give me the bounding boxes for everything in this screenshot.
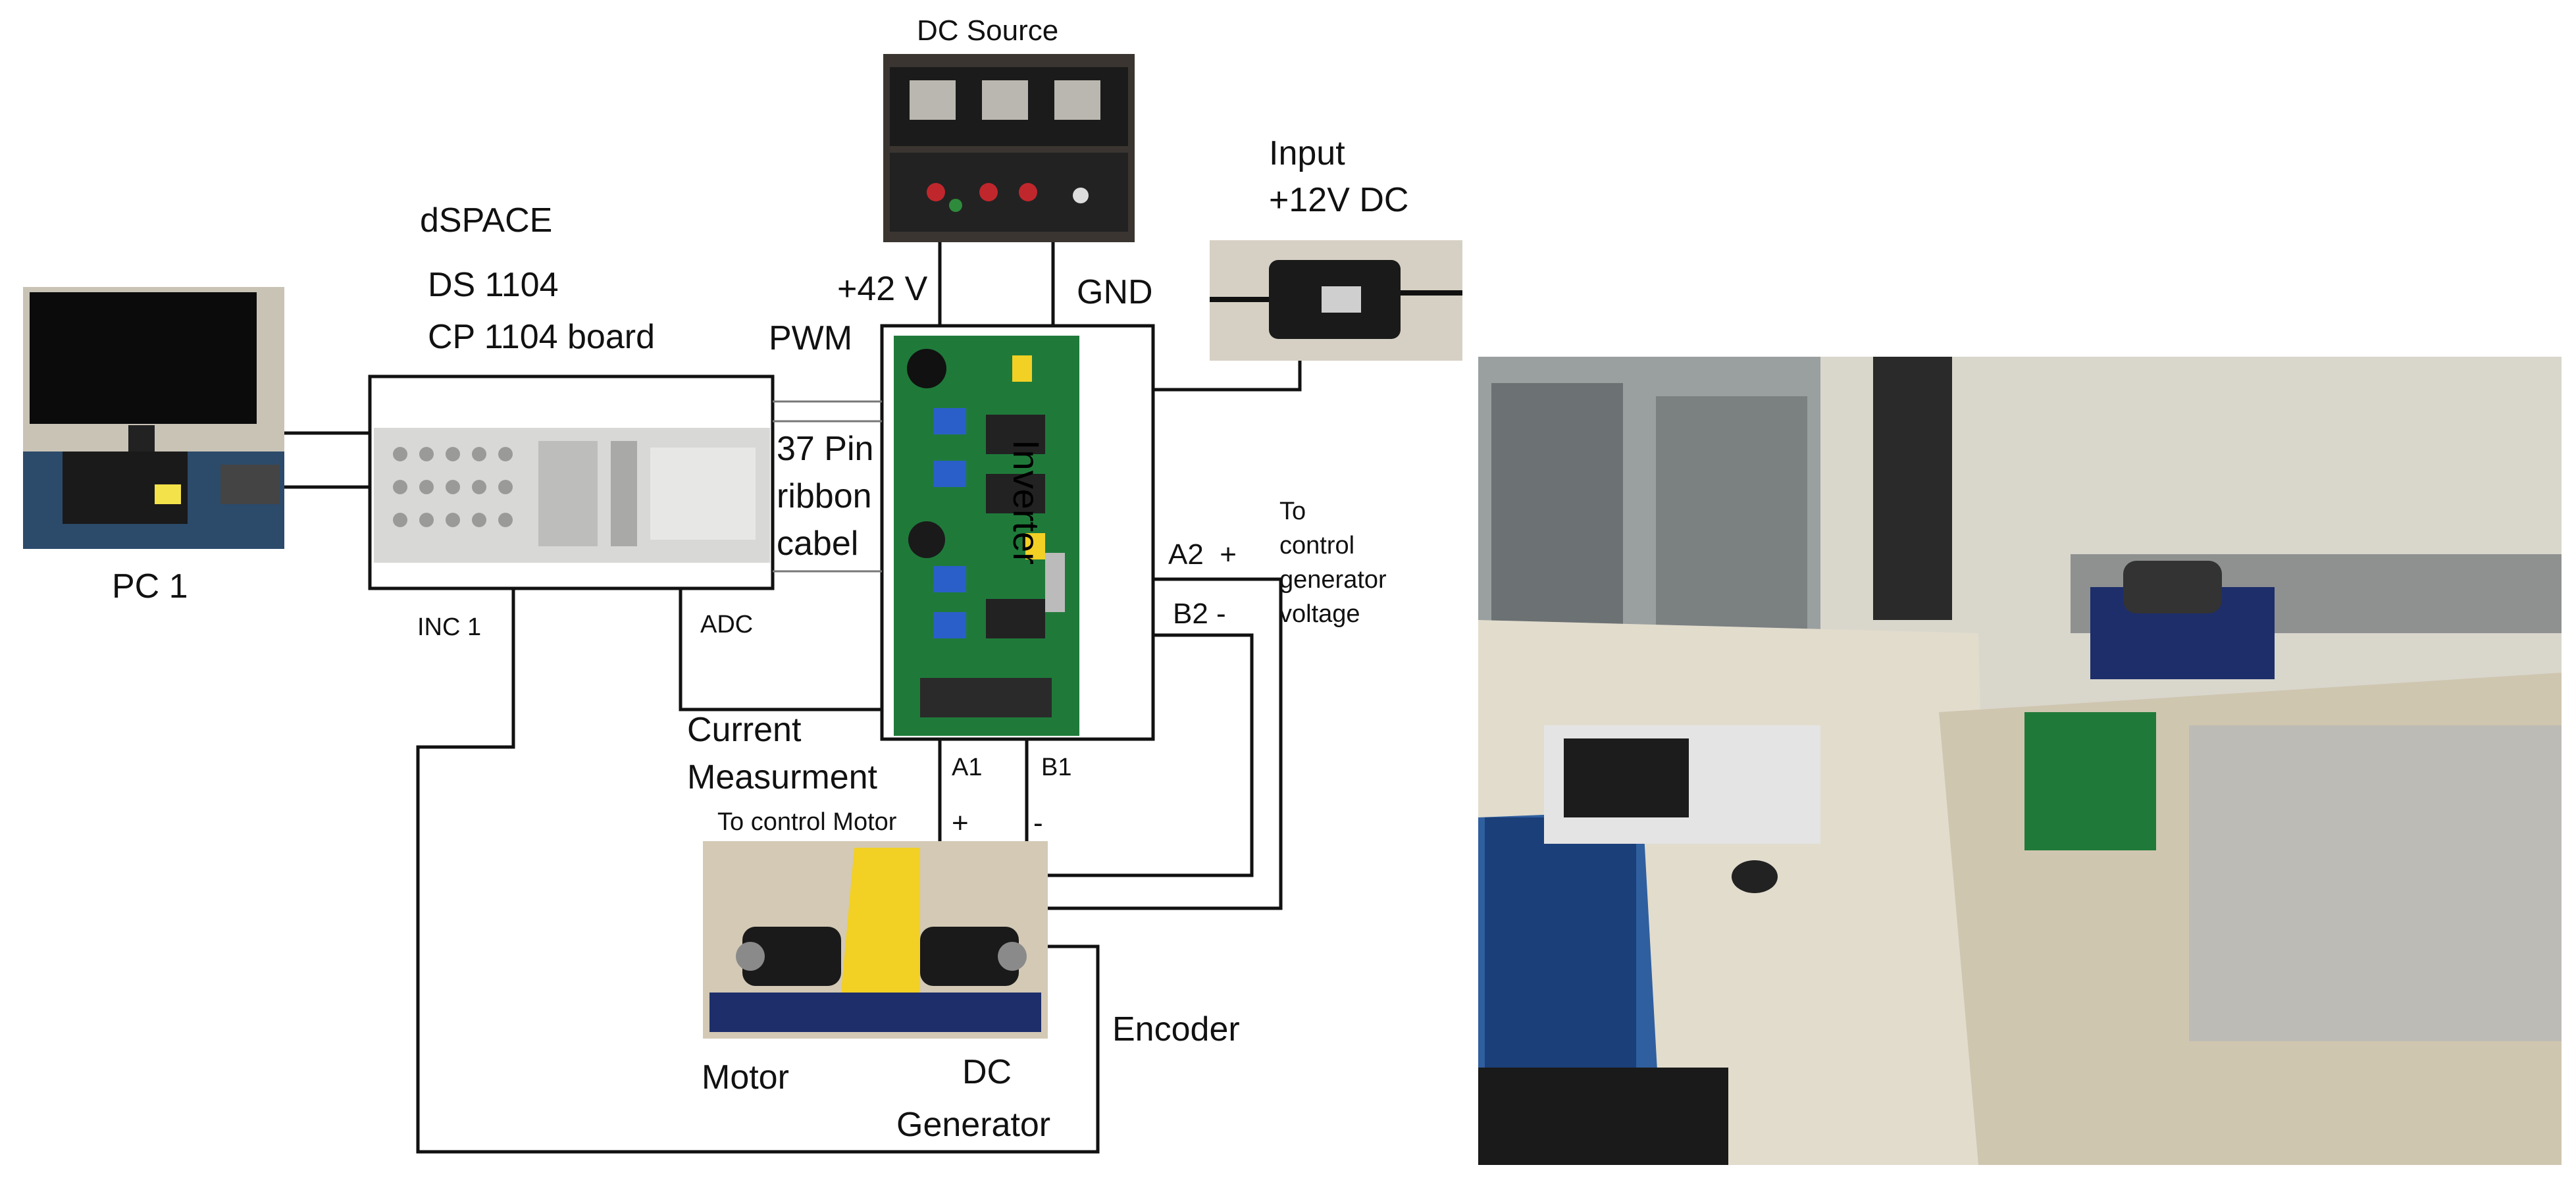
plus-label: + — [952, 807, 969, 839]
inc1-label: INC 1 — [417, 613, 482, 641]
dspace-label-line2: DS 1104 — [428, 266, 559, 304]
plus42v-label: +42 V — [837, 270, 928, 308]
power-adapter-photo — [1210, 240, 1462, 361]
inverter-board-photo — [894, 336, 1079, 736]
dspace-board-photo — [374, 428, 770, 563]
inverter-box — [880, 324, 1155, 741]
ribbon-label-line2: ribbon — [777, 477, 872, 515]
dc-gen-label-line2: Generator — [896, 1106, 1051, 1144]
input-label-line1: Input — [1269, 134, 1345, 172]
dspace-box — [368, 374, 775, 590]
gen-control-line1: To — [1279, 498, 1306, 525]
ribbon-label-line3: cabel — [777, 525, 859, 563]
b2-label: B2 - — [1173, 598, 1226, 630]
lab-setup-photo — [1478, 357, 2562, 1165]
dspace-label-line3: CP 1104 board — [428, 318, 656, 356]
gen-control-line4: voltage — [1279, 600, 1360, 628]
pc-photo — [23, 287, 284, 549]
dc-source-photo — [883, 54, 1135, 242]
adc-label: ADC — [700, 611, 754, 638]
motor-generator-photo — [703, 841, 1048, 1039]
a1-label: A1 — [952, 754, 983, 781]
motor-control-label: To control Motor — [717, 808, 897, 836]
dspace-label-line1: dSPACE — [420, 201, 553, 240]
minus-label: - — [1033, 807, 1043, 839]
pwm-label: PWM — [769, 319, 853, 357]
current-label-line2: Measurment — [687, 758, 877, 796]
b1-label: B1 — [1041, 754, 1072, 781]
gen-control-line2: control — [1279, 532, 1355, 559]
dc-gen-label-line1: DC — [962, 1053, 1012, 1091]
encoder-label: Encoder — [1112, 1010, 1240, 1048]
ribbon-label-line1: 37 Pin — [777, 430, 874, 468]
motor-label: Motor — [702, 1058, 789, 1097]
dc-source-label: DC Source — [917, 14, 1059, 47]
gnd-label: GND — [1077, 273, 1153, 311]
current-label-line1: Current — [687, 711, 802, 749]
a2-label: A2 + — [1168, 538, 1237, 571]
inverter-label: Inverter — [1006, 440, 1047, 565]
input-label-line2: +12V DC — [1269, 181, 1409, 219]
gen-control-line3: generator — [1279, 566, 1387, 594]
pc1-label: PC 1 — [112, 567, 188, 606]
